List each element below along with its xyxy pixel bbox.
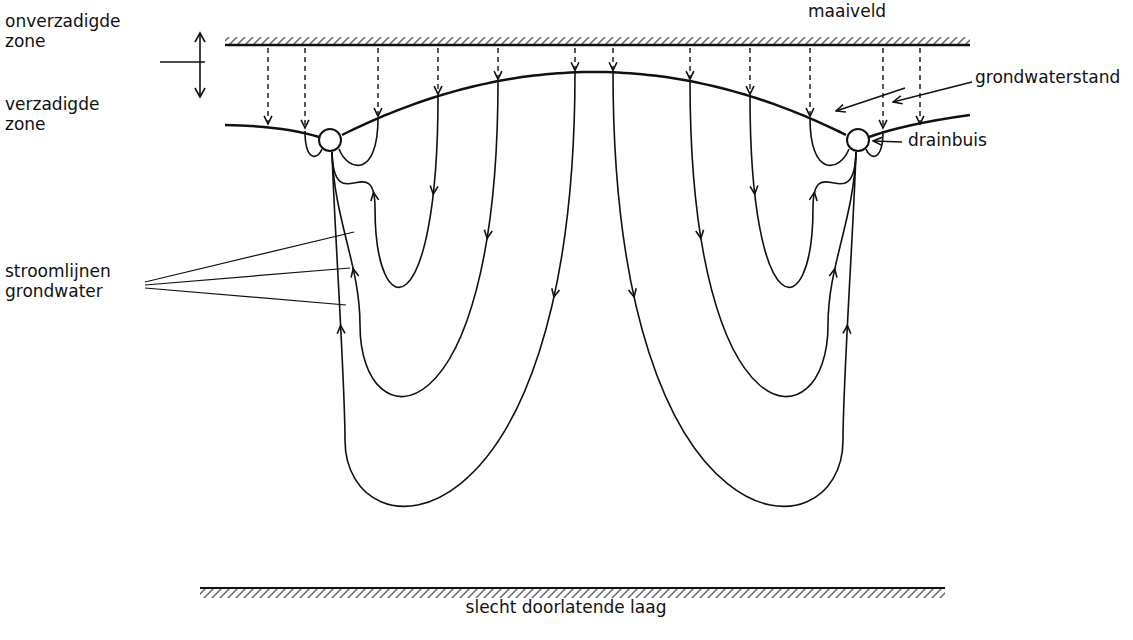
- water-table: [342, 72, 846, 135]
- flow-arrowhead: [843, 325, 851, 333]
- flow-arrowhead: [806, 108, 814, 116]
- infiltration-line: [267, 48, 268, 124]
- flow-arrowhead: [696, 230, 704, 239]
- flow-arrowhead: [371, 192, 379, 201]
- flow-arrowhead: [552, 288, 560, 297]
- streamline: [613, 72, 856, 506]
- infiltration-line: [612, 48, 613, 70]
- infiltration-line: [689, 48, 690, 79]
- infiltration-line: [749, 48, 750, 94]
- drain-pipe: [319, 129, 341, 151]
- streamline: [750, 96, 856, 287]
- leader-line: [836, 88, 905, 111]
- flow-arrowhead: [430, 186, 438, 194]
- flow-arrowhead: [337, 325, 345, 333]
- label-text: verzadigde zone: [5, 95, 145, 134]
- infiltration-line: [574, 48, 575, 70]
- flow-arrowhead: [750, 186, 758, 194]
- label-text: maaiveld: [808, 2, 886, 22]
- infiltration-line: [437, 48, 438, 94]
- flow-arrowhead: [746, 86, 754, 94]
- layer-hatching: [200, 588, 945, 598]
- flow-arrowhead: [301, 120, 309, 128]
- streamline: [332, 72, 575, 506]
- flow-arrowhead: [484, 230, 492, 239]
- infiltration-line: [304, 48, 305, 128]
- flow-arrowhead: [809, 192, 817, 201]
- leader-line: [145, 288, 346, 305]
- streamline: [339, 118, 378, 165]
- flow-arrowhead: [879, 120, 887, 128]
- flow-arrowhead: [629, 288, 637, 297]
- label-text: drainbuis: [908, 131, 987, 151]
- label-text: slecht doorlatende laag: [466, 598, 667, 618]
- water-table: [225, 125, 319, 137]
- flow-arrowhead: [434, 86, 442, 94]
- streamline: [810, 118, 849, 165]
- infiltration-line: [919, 48, 920, 124]
- flow-arrowhead: [494, 71, 502, 79]
- flow-arrowhead: [374, 108, 382, 116]
- flow-arrowhead: [609, 62, 617, 70]
- layer-line: [200, 587, 945, 589]
- streamline: [332, 96, 438, 287]
- infiltration-line: [882, 48, 883, 128]
- leader-line: [893, 82, 972, 102]
- label-text: stroomlijnen grondwater: [5, 262, 145, 301]
- flow-arrowhead: [351, 269, 359, 278]
- infiltration-line: [497, 48, 498, 79]
- zone-arrow: [199, 34, 201, 96]
- flow-arrowhead: [686, 71, 694, 79]
- zone-boundary: [160, 61, 205, 63]
- label-text: grondwaterstand: [975, 68, 1120, 88]
- flow-arrowhead: [264, 116, 272, 124]
- leader-line: [145, 232, 354, 282]
- zone-arrowheads: [195, 33, 205, 97]
- drain-pipe: [847, 129, 869, 151]
- label-text: onverzadigde zone: [5, 12, 145, 51]
- leader-line: [145, 268, 350, 285]
- ground-hatching: [225, 37, 970, 45]
- leader-line: [873, 141, 902, 142]
- ground-surface: [225, 44, 970, 47]
- flow-arrowhead: [571, 62, 579, 70]
- infiltration-line: [377, 48, 378, 116]
- infiltration-line: [809, 48, 810, 116]
- flow-arrowhead: [829, 269, 837, 278]
